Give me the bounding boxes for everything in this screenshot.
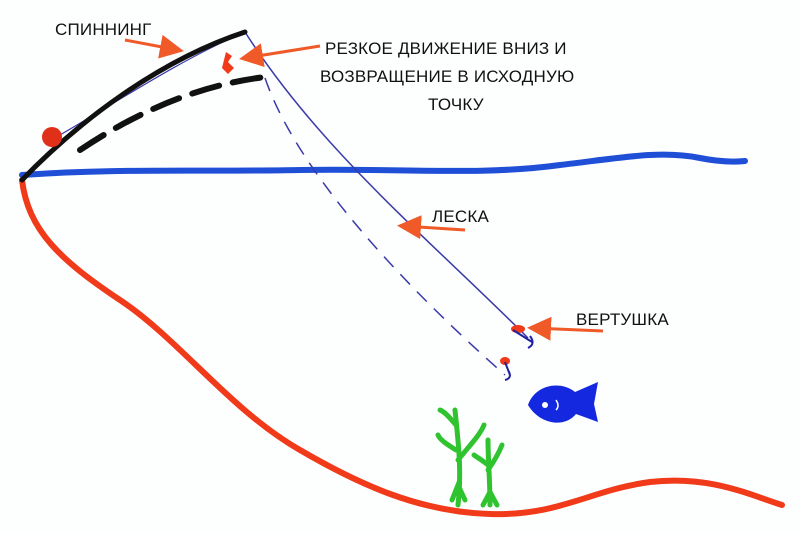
water-surface-line	[19, 151, 748, 178]
label-motion-line2: ВОЗВРАЩЕНИЕ В ИСХОДНУЮ	[320, 67, 574, 86]
water-weed-icon	[435, 407, 505, 508]
line-arrow	[397, 215, 466, 240]
reel-icon	[42, 127, 62, 147]
label-motion-line1: РЕЗКОЕ ДВИЖЕНИЕ ВНИЗ И	[325, 39, 567, 58]
lure-lowered-icon	[500, 357, 511, 381]
fishing-line-solid	[244, 31, 529, 339]
label-motion-line3: ТОЧКУ	[428, 95, 484, 114]
lure-arrow	[527, 316, 604, 341]
motion-mark	[222, 52, 234, 74]
riverbed-line	[19, 177, 785, 518]
motion-arrow	[239, 43, 321, 68]
spinning-rod	[19, 29, 248, 183]
fishing-line-dashed	[264, 77, 506, 376]
lure-icon	[511, 325, 534, 349]
label-spinning: СПИННИНГ	[55, 20, 152, 39]
spinning-rod-lowered	[77, 74, 268, 153]
label-lure: ВЕРТУШКА	[576, 310, 669, 329]
spinning-arrow	[124, 34, 184, 59]
label-fishing-line: ЛЕСКА	[432, 207, 489, 226]
fish-icon	[528, 382, 598, 423]
